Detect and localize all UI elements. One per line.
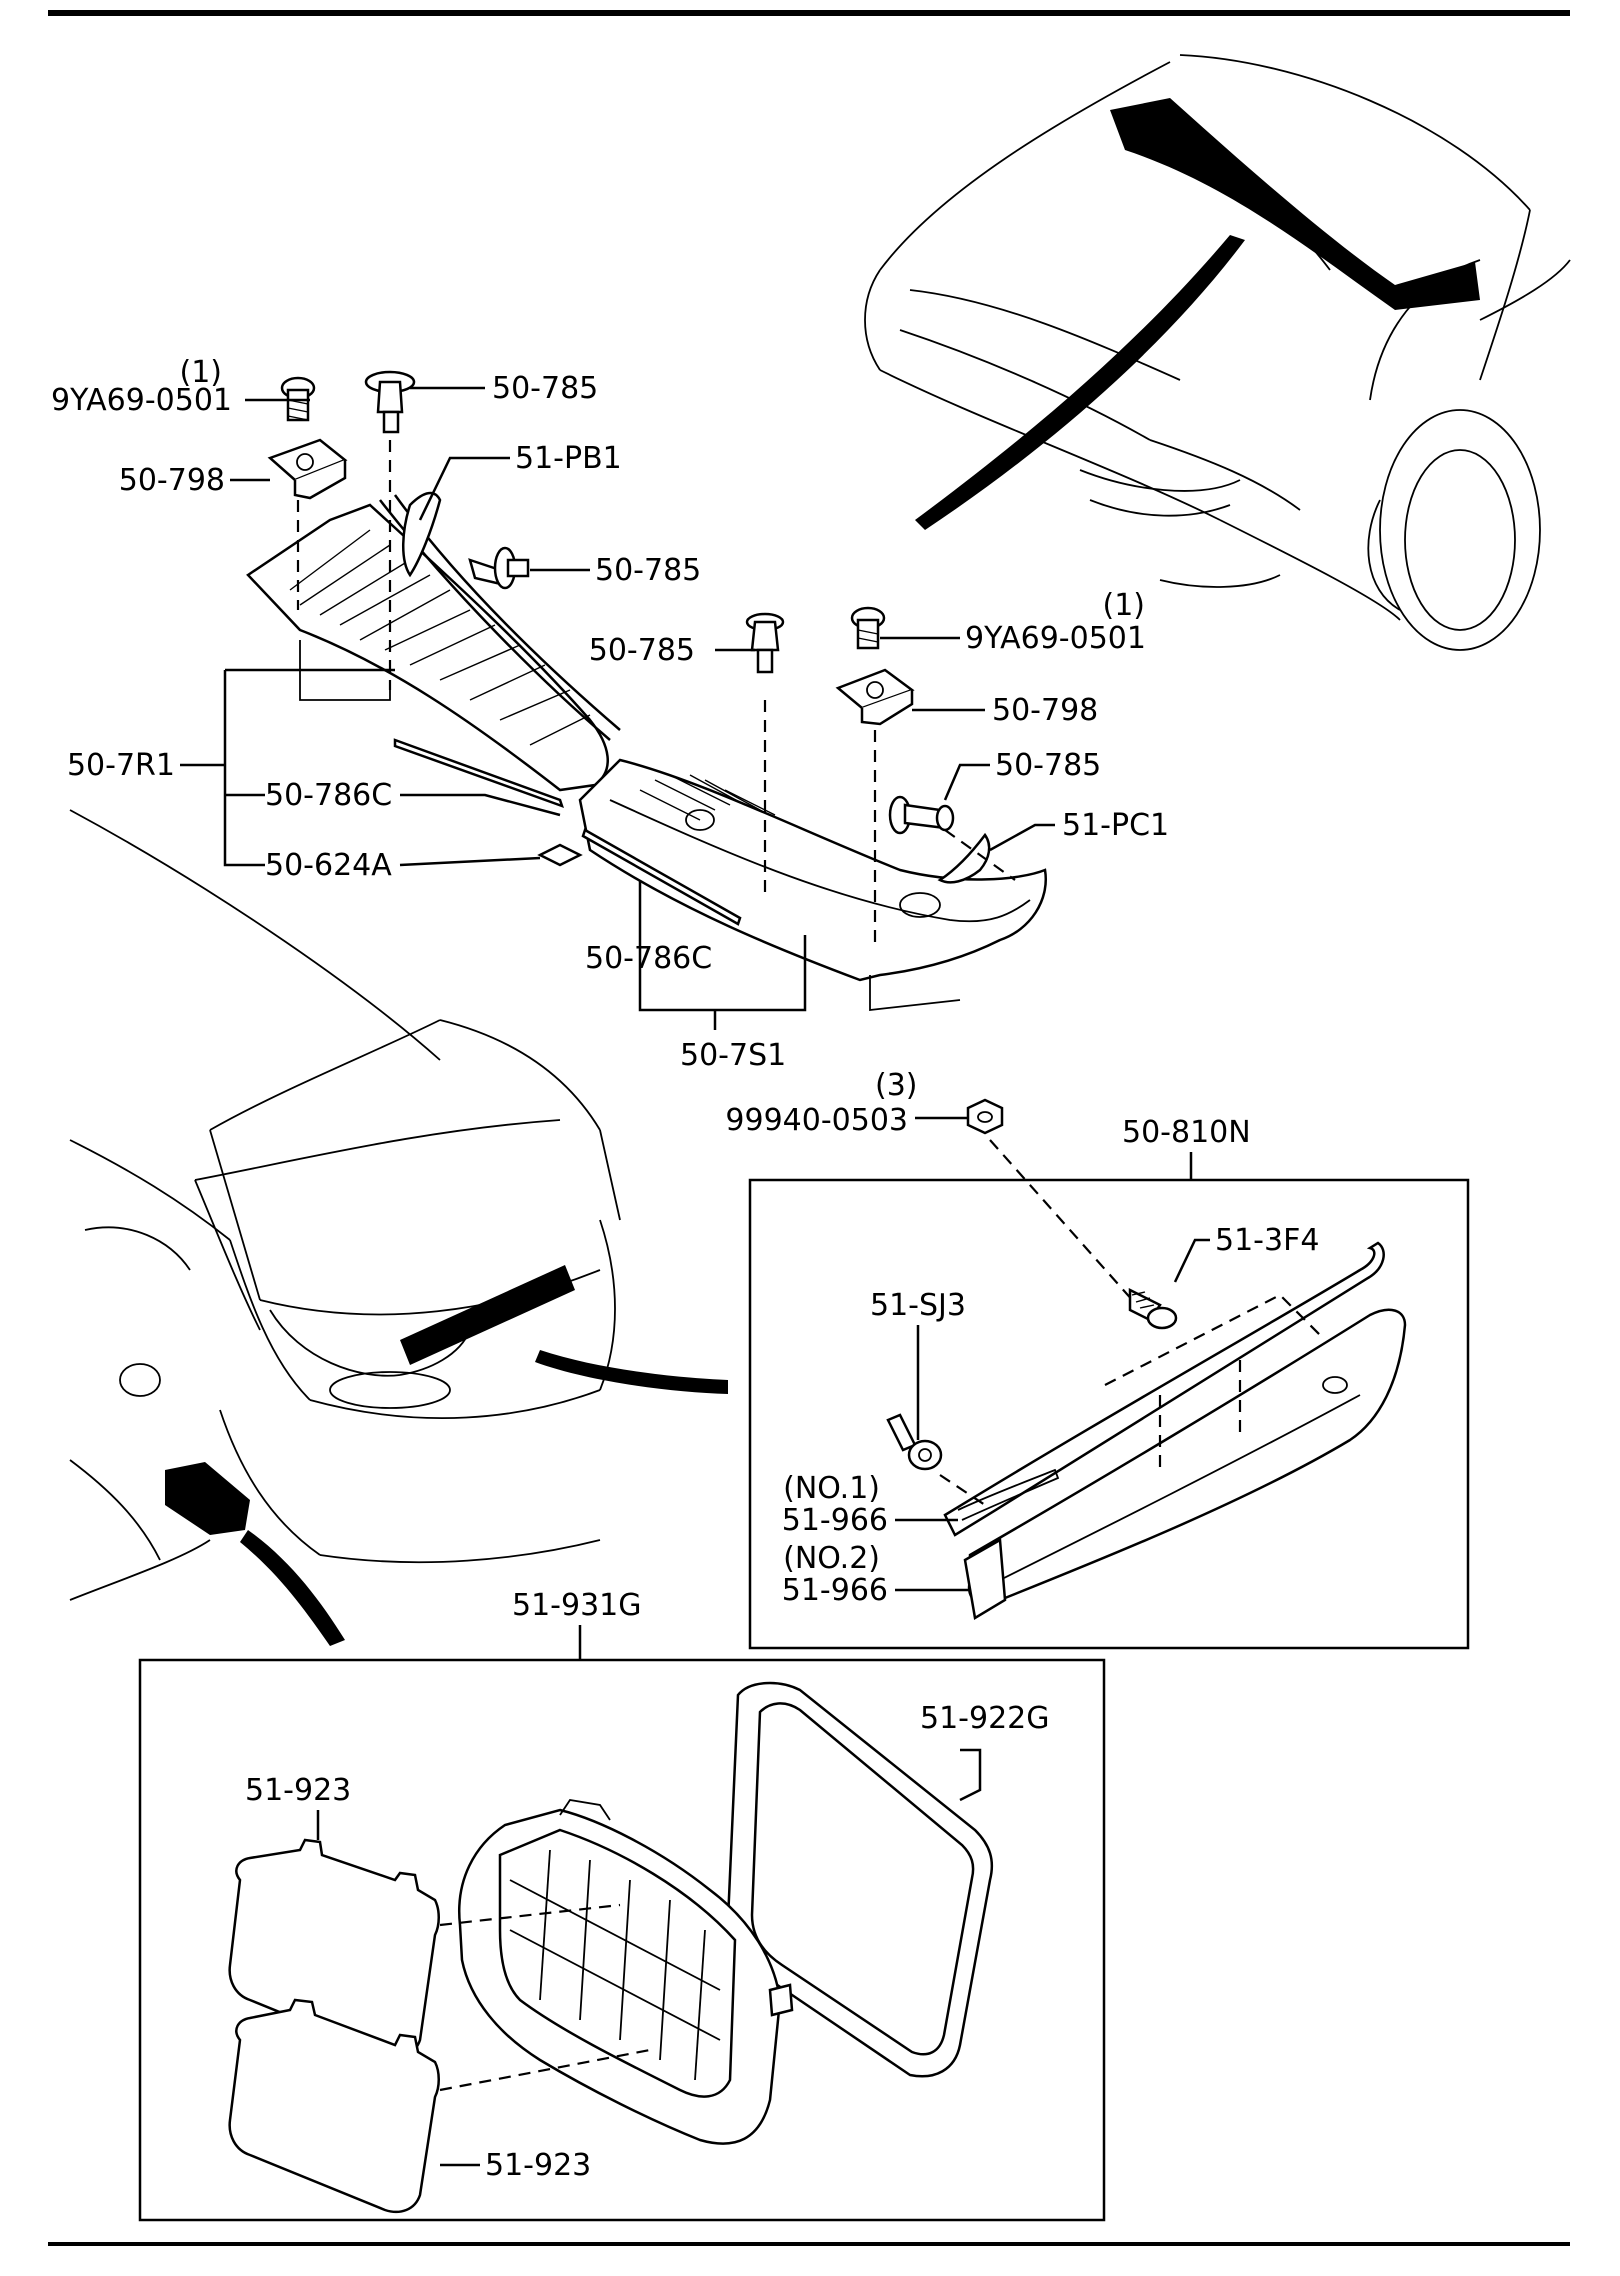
top-border-rule: [48, 10, 1570, 16]
label-50-798-b: 50-798: [992, 693, 1098, 728]
label-50-786c-b: 50-786C: [585, 941, 712, 976]
label-50-785-d: 50-785: [995, 748, 1101, 783]
label-51-sj3: 51-SJ3: [870, 1288, 966, 1323]
cowl-grille-left-panel: [246, 494, 621, 792]
pad-icon: [537, 843, 583, 867]
bolt-icon: [280, 376, 316, 422]
louver-detail-box: [138, 1658, 1106, 2222]
bolt-icon: [850, 606, 886, 650]
part-labels: (1) 9YA69-0501 50-785 50-798 51-PB1 50-7…: [51, 355, 1319, 2183]
leader-lines: [180, 386, 1055, 1030]
nut-clip-icon: [267, 438, 348, 500]
garnish-strip-upper: [943, 1241, 1385, 1537]
label-50-7r1: 50-7R1: [67, 748, 175, 783]
garnish-detail-box: [748, 1178, 1470, 1650]
label-no1: (NO.1): [783, 1471, 880, 1506]
label-51-923-a: 51-923: [245, 1773, 351, 1808]
label-51-3f4: 51-3F4: [1215, 1223, 1319, 1258]
seal-icon: [402, 491, 442, 578]
label-51-922g: 51-922G: [920, 1701, 1050, 1736]
label-51-931g: 51-931G: [512, 1588, 642, 1623]
screw-icon: [1128, 1287, 1178, 1330]
bottom-border-rule: [48, 2242, 1570, 2246]
label-9ya69-0501-b: 9YA69-0501: [965, 621, 1146, 656]
clip-icon: [364, 370, 416, 434]
label-qty-3: (3): [875, 1068, 918, 1103]
label-50-786c-a: 50-786C: [265, 778, 392, 813]
weatherstrip-icon: [581, 828, 742, 926]
label-50-785-c: 50-785: [589, 633, 695, 668]
clip-icon: [468, 546, 530, 590]
louver-flap-upper: [228, 1838, 440, 2059]
clip-icon: [745, 612, 785, 674]
weatherstrip-icon: [393, 738, 564, 809]
label-qty-1a: (1): [180, 355, 223, 390]
label-50-810n: 50-810N: [1122, 1115, 1251, 1150]
car-rear-illustration: [69, 809, 728, 1646]
label-9ya69-0501-a: 9YA69-0501: [51, 383, 232, 418]
seal-icon: [937, 832, 991, 884]
label-99940-0503: 99940-0503: [725, 1103, 908, 1138]
label-50-798-a: 50-798: [119, 463, 225, 498]
label-50-785-a: 50-785: [492, 371, 598, 406]
car-front-illustration: [864, 54, 1571, 651]
nut-clip-icon: [835, 668, 915, 726]
garnish-strip-lower: [963, 1308, 1407, 1621]
louver-grille-body: [458, 1799, 794, 2145]
clip-icon: [886, 1413, 943, 1471]
label-no2: (NO.2): [783, 1541, 880, 1576]
louver-flap-lower: [228, 1998, 440, 2214]
label-51-923-b: 51-923: [485, 2148, 591, 2183]
label-51-pc1: 51-PC1: [1062, 808, 1169, 843]
nut-icon: [966, 1098, 1004, 1135]
clip-icon: [888, 795, 955, 835]
label-51-pb1: 51-PB1: [515, 441, 622, 476]
label-50-624a: 50-624A: [265, 848, 392, 883]
label-qty-1b: (1): [1103, 588, 1146, 623]
label-50-7s1: 50-7S1: [680, 1038, 786, 1073]
label-50-785-b: 50-785: [595, 553, 701, 588]
label-51-966-a: 51-966: [782, 1503, 888, 1538]
label-51-966-b: 51-966: [782, 1573, 888, 1608]
cowl-grille-right-panel: [578, 758, 1048, 1012]
